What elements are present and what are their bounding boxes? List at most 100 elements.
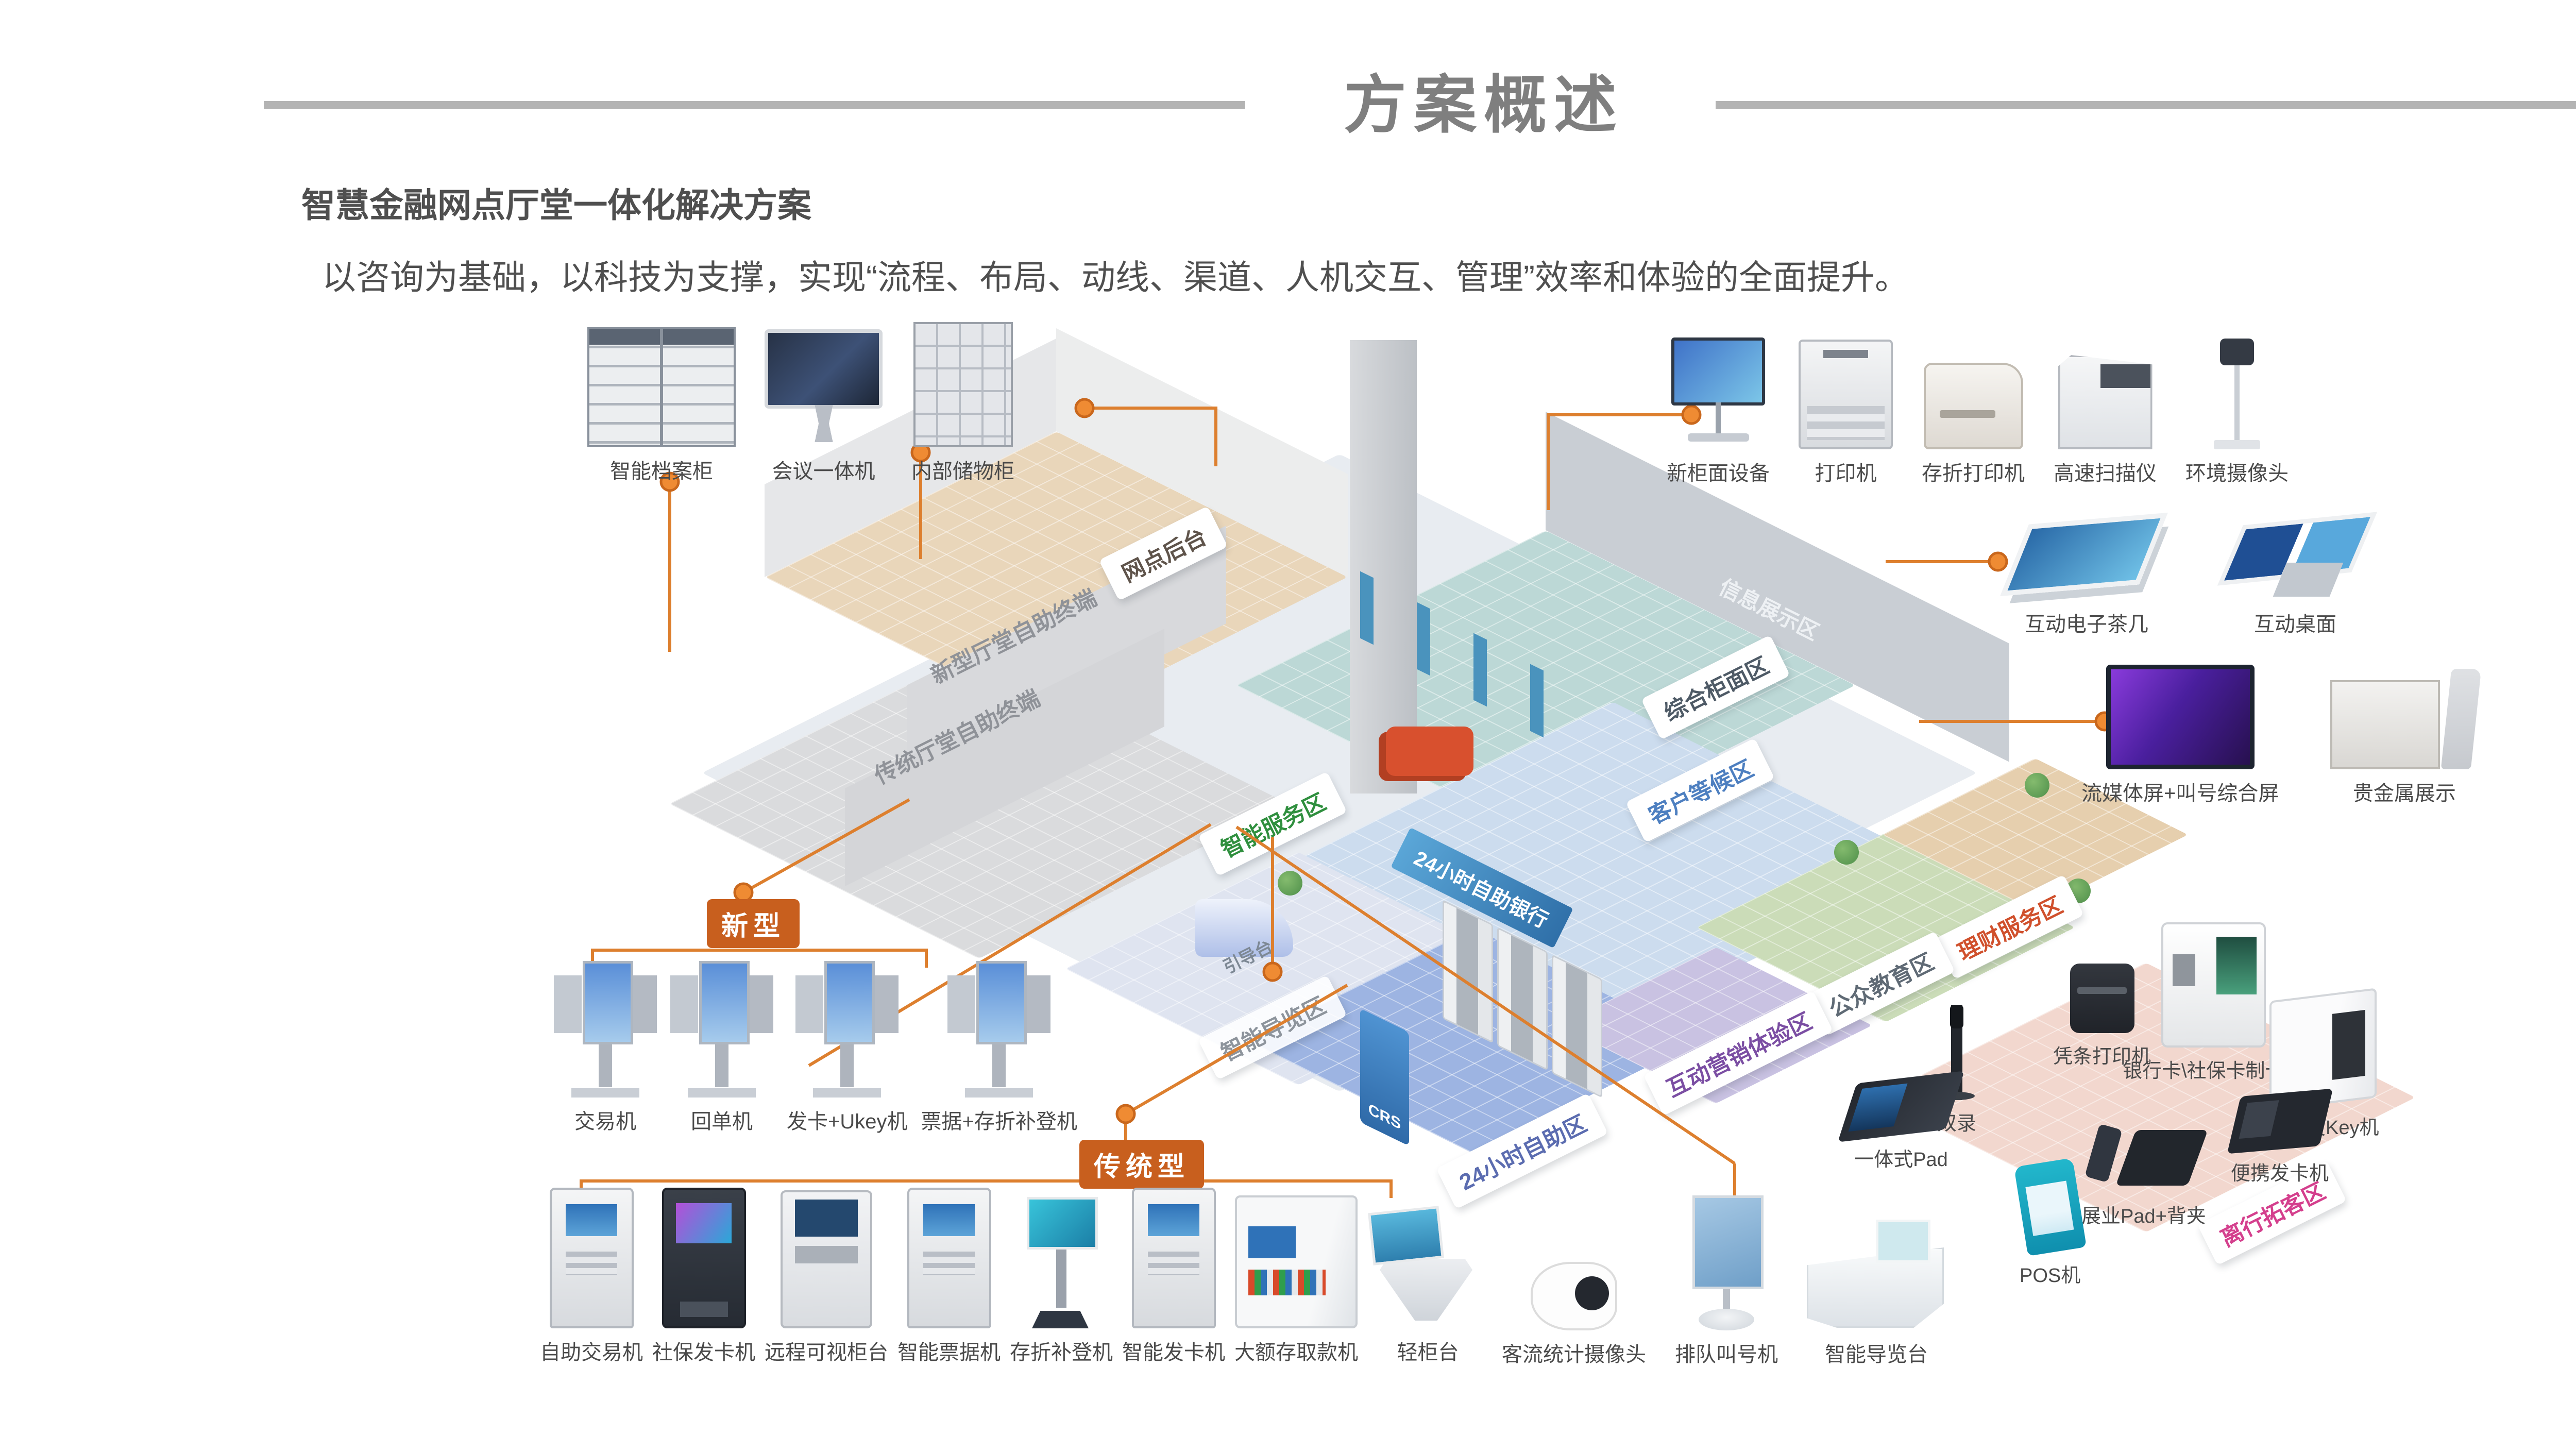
device-icon — [1131, 1188, 1216, 1328]
device-label: 社保发卡机 — [652, 1341, 755, 1364]
device-label: 自助交易机 — [540, 1341, 643, 1364]
device-locker: 内部储物柜 — [911, 322, 1014, 484]
counter-divider — [1417, 602, 1430, 676]
device-group-interactive-tables: 互动电子茶几 互动桌面 — [2007, 515, 2372, 637]
device-group-traditional: 自助交易机 社保发卡机 远程可视柜台 智能票据机 存折补登机 智能发卡机 大额存… — [540, 1188, 1488, 1365]
device-group-lobby: 客流统计摄像头 排队叫号机 智能导览台 — [1502, 1195, 1946, 1368]
device-icon — [765, 329, 883, 409]
device-icon — [1671, 337, 1765, 442]
device-vtm: 远程可视柜台 — [765, 1190, 888, 1365]
plant — [2025, 773, 2049, 798]
device-smart-kiosk: 回单机 — [670, 961, 773, 1135]
sofa — [1386, 727, 1473, 776]
device-guide-desk: 智能导览台 — [1807, 1220, 1946, 1368]
device-label: 存折补登机 — [1010, 1341, 1113, 1364]
device-label: 智能发卡机 — [1122, 1341, 1225, 1364]
device-group-screens: 流媒体屏+叫号综合屏 贵金属展示 — [2081, 665, 2478, 806]
device-label: 便携发卡机 — [2231, 1163, 2329, 1185]
device-icon — [2058, 355, 2153, 449]
traditional-type-badge: 传统型 — [1079, 1140, 1205, 1189]
device-label: 内部储物柜 — [911, 460, 1014, 483]
device-meeting-board: 会议一体机 — [765, 329, 883, 484]
atm-booth — [1497, 927, 1548, 1071]
device-label: 轻柜台 — [1397, 1341, 1459, 1364]
device-label: 贵金属展示 — [2352, 782, 2456, 805]
device-label: 环境摄像头 — [2185, 462, 2289, 485]
device-icon — [549, 1188, 634, 1328]
device-queue: 排队叫号机 — [1675, 1195, 1778, 1368]
title-rule-right — [1716, 101, 2576, 109]
device-icon — [1807, 1220, 1946, 1330]
device-icon — [1531, 1262, 1617, 1330]
device-label: 存折打印机 — [1922, 462, 2025, 485]
device-printer: 打印机 — [1799, 340, 1893, 486]
atm-booth — [1552, 954, 1602, 1098]
page-title: 方案概述 — [1344, 70, 1624, 140]
device-smart-kiosk: 交易机 — [554, 961, 657, 1135]
device-interactive-desk: 互动桌面 — [2218, 515, 2372, 637]
device-icon — [2106, 665, 2255, 769]
crs-atm-machine: CRS — [1360, 1008, 1409, 1146]
device-icon — [795, 961, 899, 1098]
device-icon — [1235, 1195, 1358, 1328]
device-icon — [554, 961, 657, 1098]
device-camera: 客流统计摄像头 — [1502, 1262, 1646, 1368]
solution-description: 以咨询为基础，以科技为支撑，实现“流程、布局、动线、渠道、人机交互、管理”效率和… — [322, 258, 1909, 296]
device-interactive-table: 互动电子茶几 — [2007, 515, 2166, 637]
device-label: 智能档案柜 — [610, 460, 713, 483]
device-label: 互动桌面 — [2254, 613, 2336, 636]
counter-divider — [1360, 571, 1374, 645]
device-group-counter-equipment: 新柜面设备 打印机 存折打印机 高速扫描仪 环境摄像头 — [1667, 337, 2289, 486]
device-label: 票据+存折补登机 — [921, 1110, 1077, 1133]
device-archive-cabinet: 智能档案柜 — [587, 327, 736, 484]
device-atm-dark: 社保发卡机 — [652, 1188, 755, 1365]
device-passbook-printer: 存折打印机 — [1922, 363, 2025, 486]
device-label: 大额存取款机 — [1234, 1341, 1358, 1364]
device-pedestal-screen: 存折补登机 — [1010, 1197, 1113, 1365]
sales-pad-clip-icon — [2090, 1126, 2198, 1193]
plant — [1834, 840, 1859, 865]
device-icon — [2218, 515, 2372, 600]
device-label: 凭条打印机 — [2053, 1046, 2151, 1068]
device-icon — [907, 1188, 991, 1328]
device-receipt-printer: 凭条打印机 — [2053, 964, 2151, 1069]
device-group-back-office-equipment: 智能档案柜 会议一体机 内部储物柜 — [587, 322, 1014, 484]
counter-divider — [1530, 664, 1544, 738]
device-label: 互动电子茶几 — [2025, 613, 2148, 636]
device-smart-kiosk: 发卡+Ukey机 — [787, 961, 908, 1135]
device-group-new-type: 交易机 回单机 发卡+Ukey机 票据+存折补登机 — [554, 961, 1077, 1135]
device-icon — [781, 1190, 872, 1328]
device-icon — [1799, 340, 1893, 449]
device-icon — [913, 322, 1013, 447]
crs-atm-label: CRS — [1368, 1100, 1401, 1134]
device-icon — [670, 961, 773, 1098]
device-label: 远程可视柜台 — [765, 1341, 888, 1364]
title-rule-left — [264, 101, 1245, 109]
device-icon — [587, 327, 736, 447]
device-label: 打印机 — [1815, 462, 1877, 485]
device-icon — [2330, 680, 2441, 769]
device-bigcash: 大额存取款机 — [1234, 1195, 1358, 1365]
device-label: 回单机 — [691, 1110, 753, 1133]
device-icon — [662, 1188, 746, 1328]
plant — [1278, 871, 1302, 896]
device-atm: 智能票据机 — [897, 1188, 1001, 1365]
atm-booth — [1443, 900, 1493, 1043]
device-smart-kiosk: 票据+存折补登机 — [921, 961, 1077, 1135]
device-icon — [2007, 515, 2166, 600]
device-scanner: 高速扫描仪 — [2054, 355, 2157, 486]
device-icon — [1023, 1197, 1100, 1328]
device-label: 展业Pad+背夹 — [2081, 1206, 2206, 1227]
device-label: 发卡+Ukey机 — [787, 1110, 908, 1133]
device-icon — [1367, 1207, 1488, 1328]
device-label: 智能票据机 — [897, 1341, 1001, 1364]
wall-central — [1350, 340, 1417, 794]
device-metal-display: 贵金属展示 — [2330, 680, 2478, 806]
device-icon — [947, 961, 1051, 1098]
new-type-badge: 新型 — [707, 899, 800, 948]
solution-heading: 智慧金融网点厅堂一体化解决方案 — [301, 186, 811, 224]
device-counter-screen: 新柜面设备 — [1667, 337, 1770, 486]
device-label: 智能导览台 — [1825, 1343, 1928, 1366]
allinone-pad-icon — [1837, 1071, 1965, 1142]
device-portable-card-machine: 便携发卡机 — [2227, 1088, 2333, 1186]
